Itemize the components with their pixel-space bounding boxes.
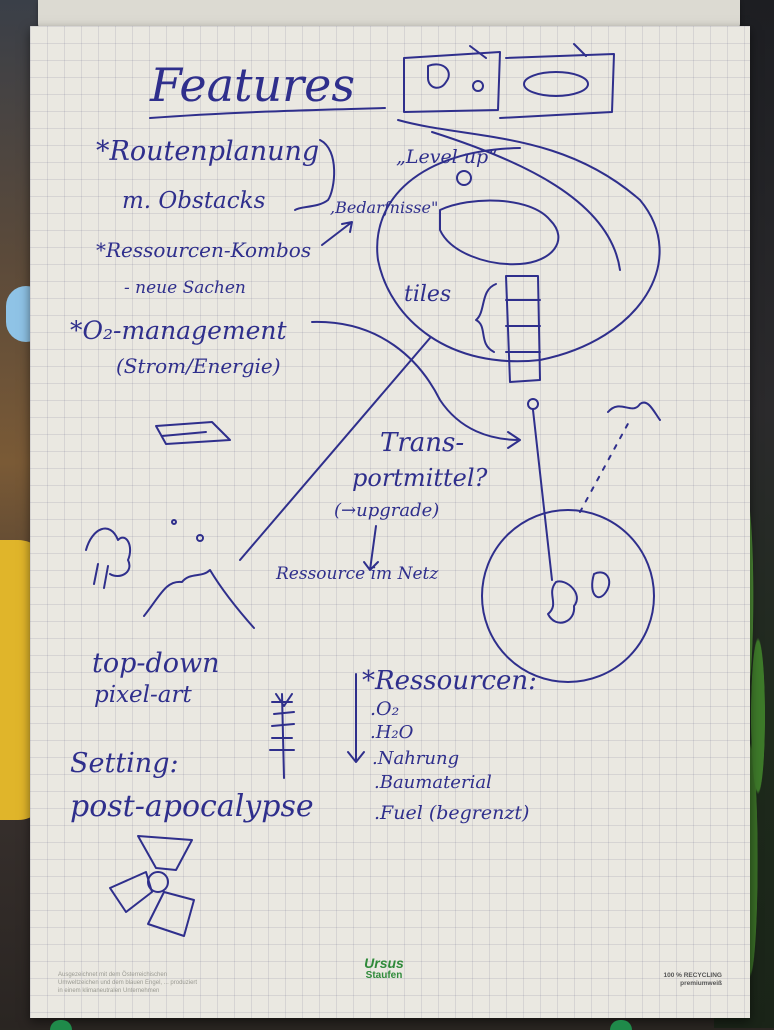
feature-item: *Ressourcen-Kombos [96, 238, 312, 262]
transport-label: portmittel? [352, 464, 488, 492]
feature-item: ,Bedarfnisse" [330, 198, 439, 217]
feature-item: *O₂-management [70, 316, 287, 345]
resource-item: .O₂ [370, 698, 400, 720]
transport-label: Trans- [380, 428, 465, 458]
level-up-label: „Level up“ [396, 146, 498, 168]
resource-item: .Nahrung [372, 748, 460, 769]
resource-item: .H₂O [370, 722, 414, 743]
resources-title: *Ressourcen: [362, 666, 537, 696]
flipchart-sheet [30, 26, 750, 1018]
feature-item: m. Obstacks [122, 188, 266, 214]
brand-sub: Staufen [365, 969, 403, 981]
feature-item: (Strom/Energie) [116, 354, 281, 378]
footer-small-print: Ausgezeichnet mit dem Österreichischen U… [58, 972, 198, 994]
brand-logo: Ursus Staufen [344, 956, 424, 981]
setting-label: Setting: [70, 748, 179, 779]
flipchart-header [38, 0, 740, 30]
net-resource-label: Ressource im Netz [276, 564, 439, 584]
feature-item: *Routenplanung [96, 136, 320, 167]
style-label: pixel-art [94, 682, 192, 708]
brand-name: Ursus [364, 955, 404, 971]
feature-item: - neue Sachen [124, 278, 246, 298]
recycling-line-1: 100 % RECYCLING [663, 972, 722, 979]
upgrade-label: (→upgrade) [334, 500, 440, 521]
tiles-label: tiles [404, 282, 452, 307]
recycling-line-2: premiumweiß [680, 980, 722, 988]
resource-item: .Baumaterial [374, 772, 492, 793]
setting-value: post-apocalypse [70, 789, 314, 824]
style-label: top-down [92, 648, 220, 679]
page-title: Features [150, 58, 355, 112]
recycling-label: 100 % RECYCLING premiumweiß [640, 972, 722, 989]
board-clip-right [610, 1020, 632, 1030]
board-clip-left [50, 1020, 72, 1030]
resource-item: .Fuel (begrenzt) [374, 802, 530, 824]
